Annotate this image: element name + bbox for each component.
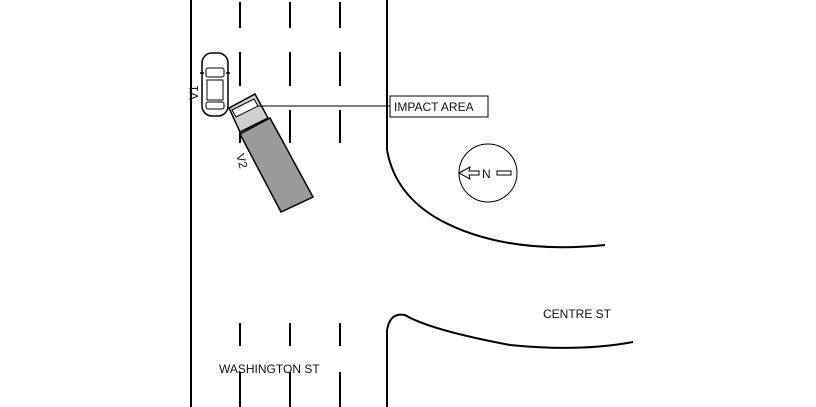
vehicle-v2 [228,92,315,213]
centre-north-curb [386,149,606,249]
compass-arrow-icon [457,166,480,180]
v1-rear-window [205,101,225,110]
v1-windshield [205,67,225,78]
lane-dashes-south [239,323,341,407]
washington-st-label: WASHINGTON ST [219,362,320,376]
impact-label-box [389,95,489,118]
vehicle-v1 [200,52,230,117]
v1-roof [206,79,224,101]
compass-tail [496,170,512,176]
v2-trailer [238,116,315,213]
v1-label: V1 [187,85,201,100]
compass-letter: N [482,167,491,181]
v2-cab [228,92,270,134]
centre-st-label: CENTRE ST [543,307,612,321]
impact-label: IMPACT AREA [394,100,474,114]
compass: N [457,143,518,203]
centre-south-curb [386,313,634,349]
v2-label: V2 [233,152,250,170]
